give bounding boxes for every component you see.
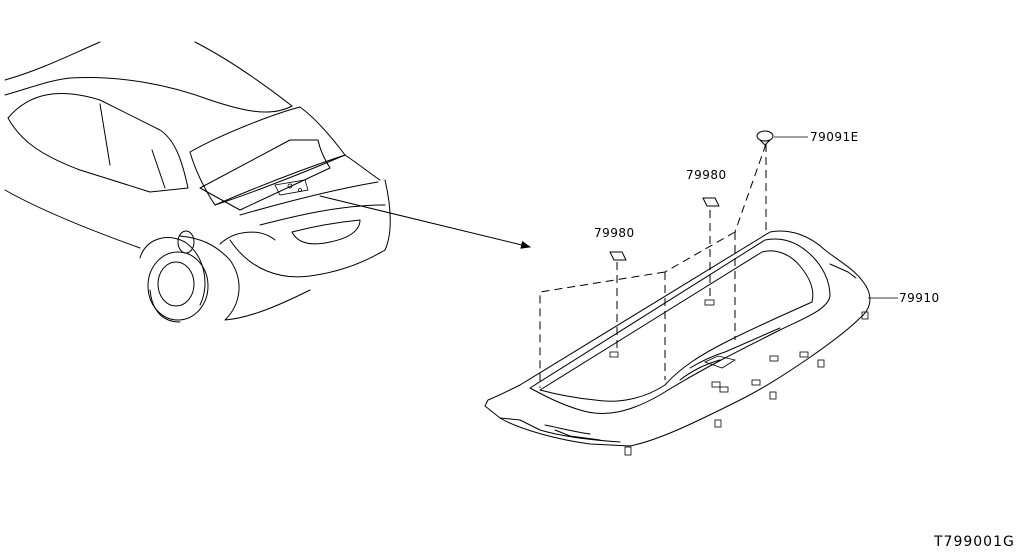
part-number-clip: 79091E <box>810 130 859 144</box>
leader-lines <box>539 143 767 388</box>
pad-upper-part <box>702 197 720 207</box>
part-number-pad-lower: 79980 <box>594 226 635 240</box>
parcel-shelf-illustration <box>484 230 871 456</box>
pad-lower-part <box>609 251 627 261</box>
part-number-pad-upper: 79980 <box>686 168 727 182</box>
car-illustration <box>4 41 391 323</box>
diagram-code: T799001G <box>933 534 1015 550</box>
clip-part <box>756 130 774 146</box>
part-number-shelf: 79910 <box>899 291 940 305</box>
reference-arrow <box>319 195 531 249</box>
